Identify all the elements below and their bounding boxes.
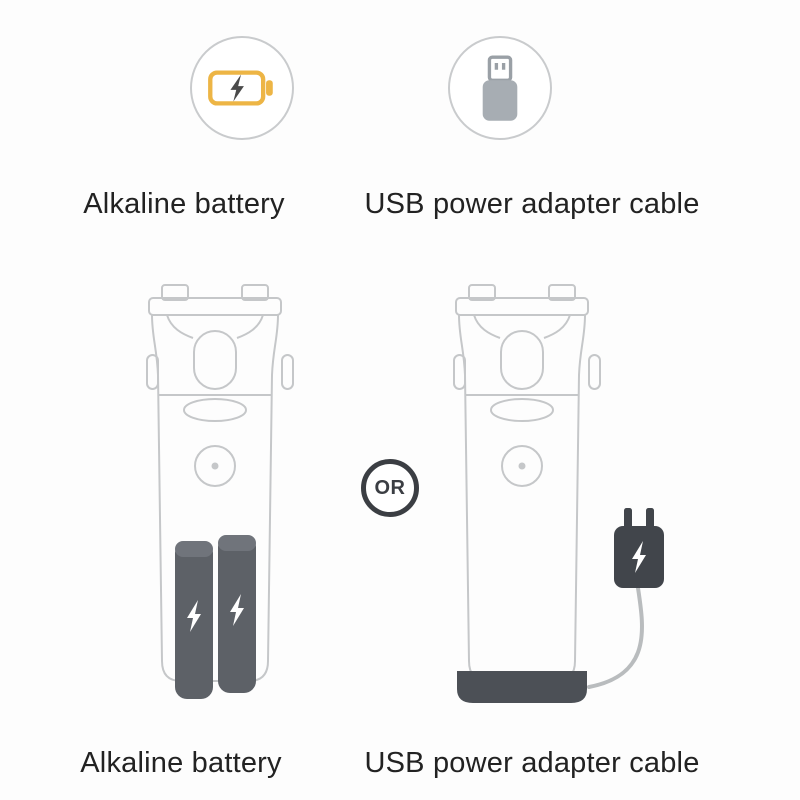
body-outline (458, 314, 586, 682)
device-base (457, 671, 587, 703)
or-badge: OR (361, 459, 419, 517)
battery-bolt-icon (208, 70, 273, 106)
battery-cell-right-cap (218, 535, 256, 551)
collar (183, 398, 247, 422)
power-adapter (614, 508, 664, 588)
side-tab-right (281, 354, 294, 390)
battery-cell-left-cap (175, 541, 213, 557)
collar (490, 398, 554, 422)
usb-pin-left (494, 63, 499, 70)
lid (455, 297, 589, 316)
neck-right (543, 314, 571, 339)
device-outline (453, 284, 601, 682)
device-battery-illustration (146, 284, 294, 699)
bottom-caption-usb: USB power adapter cable (364, 747, 700, 779)
bolt-icon (230, 74, 244, 102)
medication-chamber (193, 330, 237, 390)
battery-cells (175, 535, 256, 699)
usb-plug-body (482, 80, 518, 121)
neck-left (166, 314, 194, 339)
neck-left (473, 314, 501, 339)
top-latch-left (468, 284, 496, 301)
bottom-caption-battery: Alkaline battery (80, 747, 282, 779)
side-tab-right (588, 354, 601, 390)
top-latch-right (241, 284, 269, 301)
power-button-dot (518, 462, 526, 470)
battery-option-circle (190, 36, 294, 140)
bolt-icon (187, 600, 201, 632)
usb-pin-right (501, 63, 506, 70)
bolt-icon (632, 541, 646, 573)
body-outline (151, 314, 279, 682)
device-outline (146, 284, 294, 682)
power-cable (587, 586, 644, 689)
bolt-icon (230, 594, 244, 626)
side-tab-left (146, 354, 159, 390)
top-caption-usb: USB power adapter cable (364, 188, 700, 220)
usb-option-circle (448, 36, 552, 140)
medication-chamber (500, 330, 544, 390)
usb-plug-icon (482, 55, 518, 121)
side-tab-left (453, 354, 466, 390)
power-button (194, 445, 236, 487)
top-caption-battery: Alkaline battery (83, 188, 285, 220)
power-button (501, 445, 543, 487)
device-adapter-illustration (453, 284, 664, 703)
neck-right (236, 314, 264, 339)
lid (148, 297, 282, 316)
power-button-dot (211, 462, 219, 470)
usb-connector (487, 55, 513, 82)
top-latch-right (548, 284, 576, 301)
battery-terminal (266, 80, 273, 96)
top-latch-left (161, 284, 189, 301)
